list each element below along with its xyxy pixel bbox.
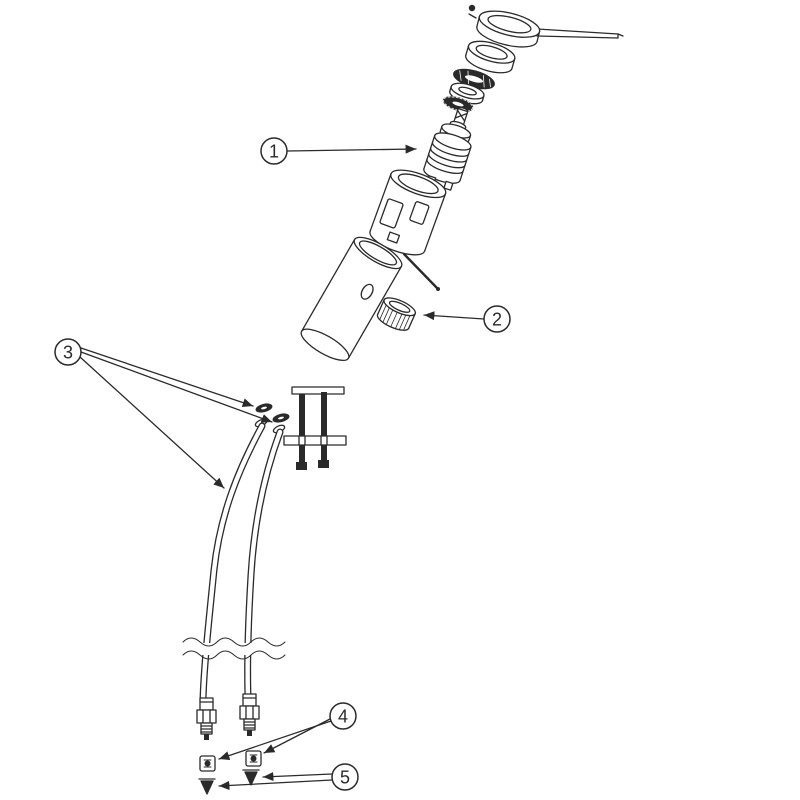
callout-2-label: 2 [492,310,502,330]
callout-2: 2 [423,305,511,333]
callout-5-leader-a [218,779,333,790]
callout-5: 5 [218,763,359,791]
hose-break-symbol [182,637,286,660]
supply-hoses [199,418,286,704]
callout-1: 1 [260,137,417,165]
callout-2-leader [423,311,485,321]
callout-3-leader-a [80,347,254,407]
callout-4-circle [329,702,357,730]
callout-5-label: 5 [340,768,350,788]
callout-3-leader-b [80,351,273,423]
callout-5-leader-b [262,772,333,782]
cone-seal-left [198,778,216,795]
callout-3-circle [54,338,82,366]
aerator-ring [376,297,417,331]
callout-3-leader-c [79,356,225,489]
set-screw [468,4,477,19]
callout-3-label: 3 [63,343,73,363]
hose-connector-left [196,697,217,740]
cap-bezel [465,40,516,74]
check-valve-left [199,755,216,772]
valve-body [369,169,447,256]
callout-5-circle [331,763,359,791]
callout-1-label: 1 [269,142,279,162]
callout-4: 4 [218,702,357,760]
spout-tube [300,236,403,362]
hose-connector-right [239,693,260,736]
seal-ring-dark-upper [453,68,495,90]
check-valve-right [245,750,262,767]
callout-4-label: 4 [338,707,348,727]
handle-assembly [476,10,624,48]
callout-3: 3 [54,338,273,489]
callout-1-circle [260,137,288,165]
callout-1-leader [287,144,417,154]
hinge-pin [402,252,440,291]
callout-2-circle [483,305,511,333]
callout-4-leader-a [218,720,332,760]
hose-washers [255,403,290,423]
seal-ring-dark-lower [442,96,474,112]
cone-seal-right [242,769,260,786]
cartridge [423,106,472,191]
callout-4-leader-b [263,718,331,754]
mounting-hardware [283,386,347,470]
trim-ring-white [449,82,485,105]
